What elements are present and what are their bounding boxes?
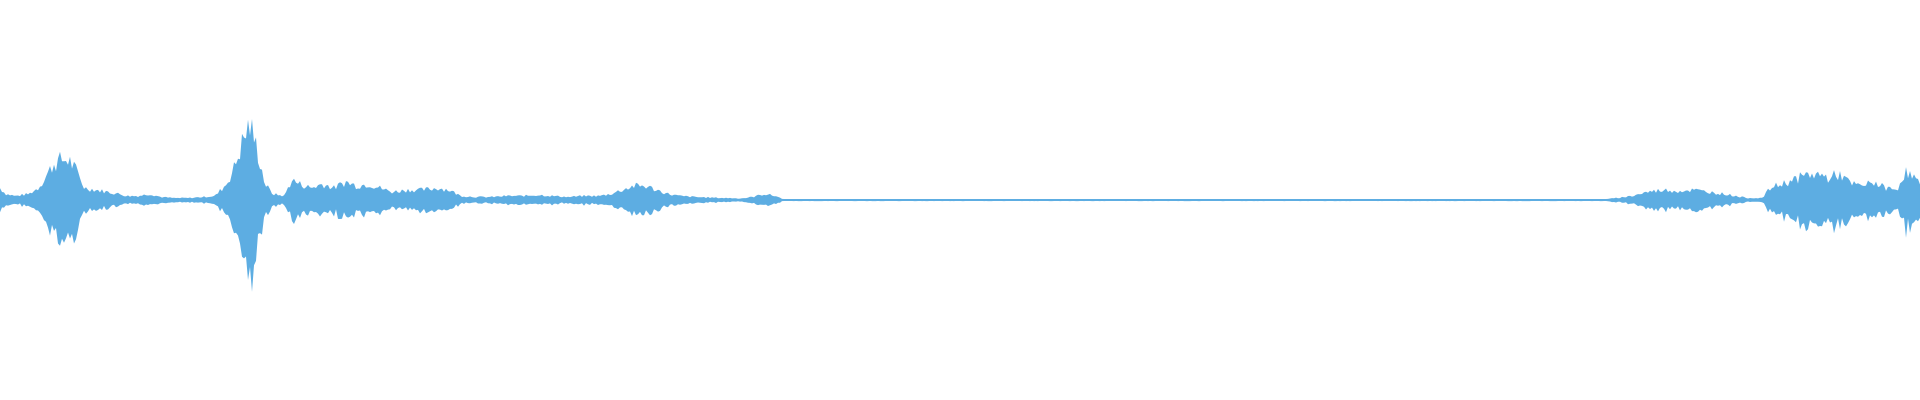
waveform-amplitude [0,119,1920,292]
